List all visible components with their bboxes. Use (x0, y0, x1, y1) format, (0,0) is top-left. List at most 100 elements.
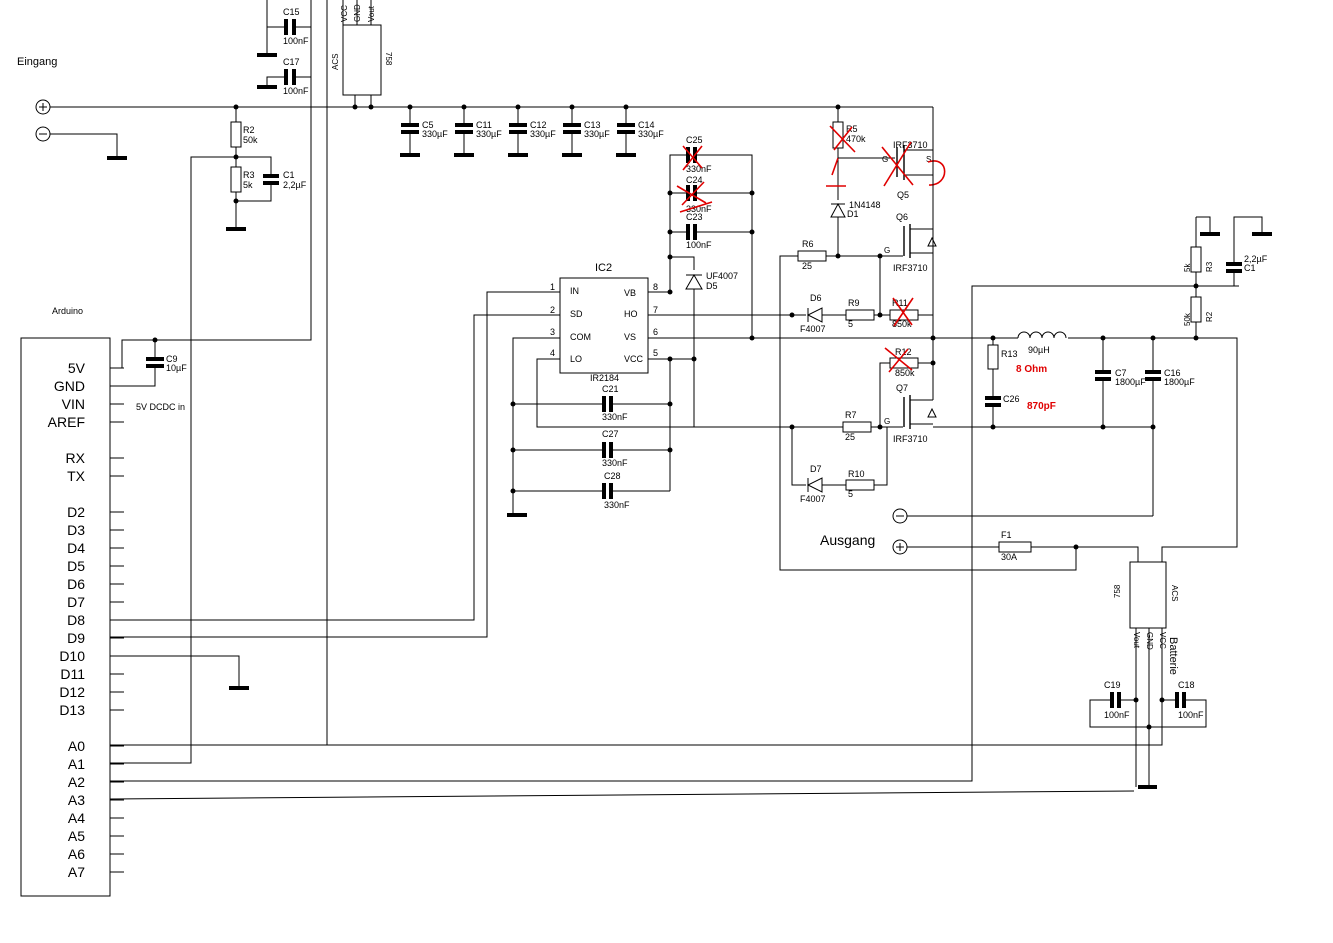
mosfet-q5: G S IRF3710 Q5 (838, 140, 946, 200)
c11-value: 330µF (476, 129, 502, 139)
wire-vcc-bottom (327, 655, 1163, 746)
ic2-pin3-num: 3 (550, 327, 555, 337)
acs-current-sensor-top: VCC GND Vout ACS 758 (331, 0, 393, 107)
snubber-r13-c26: R13 C26 8 Ohm 870pF (985, 335, 1056, 430)
mosfet-q7: G Q7 IRF3710 (880, 383, 937, 444)
arduino-pin-d11: D11 (60, 666, 85, 682)
inductor-value: 90µH (1028, 345, 1050, 355)
c26-ref: C26 (1003, 394, 1020, 404)
acs-top-pin-vout: Vout (367, 5, 376, 22)
input-capacitor-bank: C5 330µF C11 330µF C12 330µF C13 330µF C… (400, 104, 664, 157)
c9-ref: C9 (166, 354, 178, 364)
q5-ref: Q5 (897, 190, 909, 200)
r9-value: 5 (848, 319, 853, 329)
c27-ref: C27 (602, 429, 619, 439)
wire-a2 (110, 285, 1239, 782)
arduino-pin-a6: A6 (68, 846, 85, 862)
bootstrap-capacitors: C25 330nF C24 330nF C23 100nF UF4007 D5 (667, 135, 755, 359)
q7-part: IRF3710 (893, 434, 928, 444)
c7-value: 1800µF (1115, 377, 1146, 387)
c25-ref: C25 (686, 135, 703, 145)
ic2-pin5-num: 5 (653, 348, 658, 358)
gate-driver-ic2: IC2 IR2184 1 2 3 4 IN SD COM LO 8 7 6 5 … (537, 262, 670, 383)
r7-value: 25 (845, 432, 855, 442)
c28-ref: C28 (604, 471, 621, 481)
c14-ref: C14 (638, 120, 655, 130)
c14-value: 330µF (638, 129, 664, 139)
arduino-pin-d6: D6 (67, 576, 85, 592)
wire-d9-in (110, 291, 560, 638)
arduino-pin-a0: A0 (68, 738, 85, 754)
acs-bottom-pin-vcc: VCC (1158, 632, 1167, 649)
d5-value: UF4007 (706, 271, 738, 281)
r11-value: 850k (892, 319, 912, 329)
acs-top-pin-vcc: VCC (340, 5, 349, 22)
resistor-r6: R6 25 (797, 239, 880, 271)
ic2-pin1-num: 1 (550, 282, 555, 292)
r5-value: 470k (846, 134, 866, 144)
ic2-pin1-name: IN (570, 286, 579, 296)
arduino-pin-d2: D2 (67, 504, 85, 520)
c5-ref: C5 (422, 120, 434, 130)
d7-ref: D7 (810, 464, 822, 474)
r2a-ref: R2 (243, 125, 255, 135)
wire-lo-gate (536, 358, 880, 428)
d7-value: F4007 (800, 494, 826, 504)
f1-value: 30A (1001, 552, 1017, 562)
voltage-divider-input: R2 50k R3 5k C1 2,2µF (110, 104, 307, 764)
resistor-r10: R10 5 (845, 427, 888, 499)
wire-battery-plus (1153, 337, 1238, 562)
capacitor-c27: C27 330nF (510, 429, 673, 468)
capacitor-c17: C17 100nF (257, 0, 312, 96)
output-minus-terminal (892, 508, 908, 524)
arduino-pin-gnd: GND (54, 378, 85, 394)
diode-d6: D6 F4007 (800, 293, 846, 334)
c15-ref: C15 (283, 7, 300, 17)
acs-top-part: 758 (384, 52, 393, 66)
arduino-pin-a4: A4 (68, 810, 85, 826)
diode-d1: 1N4148 D1 (830, 200, 881, 259)
arduino-pin-vin: VIN (62, 396, 85, 412)
output-plus-terminal (892, 539, 908, 555)
arduino-pin-d9: D9 (67, 630, 85, 646)
c1b-value: 2,2µF (1244, 254, 1268, 264)
arduino-pin-d10: D10 (59, 648, 85, 664)
arduino-pin-d3: D3 (67, 522, 85, 538)
ic2-pin6-num: 6 (653, 327, 658, 337)
wire-acs-a0 (110, 0, 328, 746)
arduino-pin-d13: D13 (59, 702, 85, 718)
c5-value: 330µF (422, 129, 448, 139)
r6-ref: R6 (802, 239, 814, 249)
c17-value: 100nF (283, 86, 309, 96)
input-negative-wire (50, 133, 118, 158)
q5-gate-label: G (882, 155, 888, 164)
arduino-pin-d8: D8 (67, 612, 85, 628)
c16-ref: C16 (1164, 368, 1181, 378)
dcdc-label: 5V DCDC in (136, 402, 185, 412)
ic2-part: IR2184 (590, 373, 619, 383)
r3a-ref: R3 (243, 170, 255, 180)
r10-ref: R10 (848, 469, 865, 479)
acs-top-name: ACS (331, 54, 340, 70)
resistor-r9: R9 5 (845, 298, 890, 329)
arduino-pin-d7: D7 (67, 594, 85, 610)
c18-value: 100nF (1178, 710, 1204, 720)
c11-ref: C11 (476, 120, 492, 130)
d6-ref: D6 (810, 293, 822, 303)
capacitor-c18: C18 100nF (1149, 680, 1207, 728)
c13-value: 330µF (584, 129, 610, 139)
arduino-pin-a1: A1 (68, 756, 85, 772)
r2a-value: 50k (243, 135, 258, 145)
r11-ref: R11 (892, 298, 908, 308)
q6-part: IRF3710 (893, 263, 928, 273)
arduino-pin-5v: 5V (68, 360, 86, 376)
ic2-pin5-name: VCC (624, 354, 644, 364)
wire-output-sense (779, 315, 1077, 571)
wire-com-gnd (512, 337, 560, 515)
c1a-ref: C1 (283, 170, 295, 180)
r9-ref: R9 (848, 298, 860, 308)
capacitor-c16: C16 1800µF (1145, 335, 1195, 516)
c25-value: 330nF (686, 164, 712, 174)
c9-value: 10µF (166, 363, 187, 373)
ic2-pin2-name: SD (570, 309, 583, 319)
